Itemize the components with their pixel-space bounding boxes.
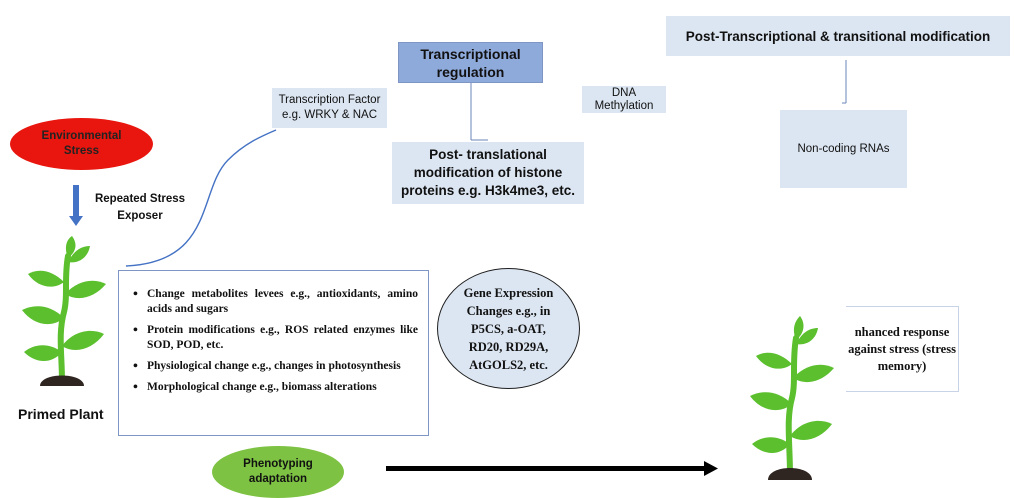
change-item: Morphological change e.g., biomass alter… <box>133 380 418 395</box>
changes-box: Change metabolites levees e.g., antioxid… <box>118 270 429 436</box>
phenotyping-node: Phenotyping adaptation <box>212 446 344 498</box>
post-translational-label: Post- translational modification of hist… <box>400 147 576 198</box>
environmental-stress-label: Environmental Stress <box>41 130 122 157</box>
enhanced-response-label: nhanced response against stress (stress … <box>848 324 956 373</box>
dna-methylation-label: DNA Methylation <box>594 86 654 112</box>
gene-expression-label: Gene Expression Changes e.g., in P5CS, a… <box>463 285 554 372</box>
non-coding-rnas-box: Non-coding RNAs <box>780 110 907 188</box>
post-transcriptional-box: Post-Transcriptional & transitional modi… <box>666 16 1010 56</box>
change-item: Physiological change e.g., changes in ph… <box>133 359 418 374</box>
post-translational-box: Post- translational modification of hist… <box>392 142 584 204</box>
repeated-stress-label: Repeated Stress Exposer <box>88 190 192 226</box>
post-transcriptional-label: Post-Transcriptional & transitional modi… <box>685 28 991 44</box>
change-item: Protein modifications e.g., ROS related … <box>133 323 418 353</box>
transcription-factor-label: Transcription Factor e.g. WRKY & NAC <box>278 94 381 121</box>
right-arrow-icon <box>386 461 718 476</box>
adapted-plant-icon <box>750 316 834 480</box>
down-arrow-icon <box>69 185 83 226</box>
curve-connector <box>125 129 277 267</box>
transcriptional-regulation-box: Transcriptional regulation <box>398 42 543 83</box>
primed-plant-label: Primed Plant <box>18 406 104 422</box>
primed-plant-icon <box>22 236 106 386</box>
environmental-stress-node: Environmental Stress <box>10 118 153 170</box>
phenotyping-label: Phenotyping adaptation <box>243 458 313 485</box>
changes-list: Change metabolites levees e.g., antioxid… <box>127 287 418 395</box>
change-item: Change metabolites levees e.g., antioxid… <box>133 287 418 317</box>
non-coding-rnas-label: Non-coding RNAs <box>797 143 890 155</box>
transcription-factor-box: Transcription Factor e.g. WRKY & NAC <box>272 88 387 128</box>
repeated-stress-text: Repeated Stress Exposer <box>94 193 186 222</box>
gene-expression-node: Gene Expression Changes e.g., in P5CS, a… <box>437 268 580 389</box>
dna-methylation-box: DNA Methylation <box>582 86 666 113</box>
enhanced-response-box: nhanced response against stress (stress … <box>846 306 959 392</box>
transcriptional-regulation-label: Transcriptional regulation <box>420 45 521 80</box>
